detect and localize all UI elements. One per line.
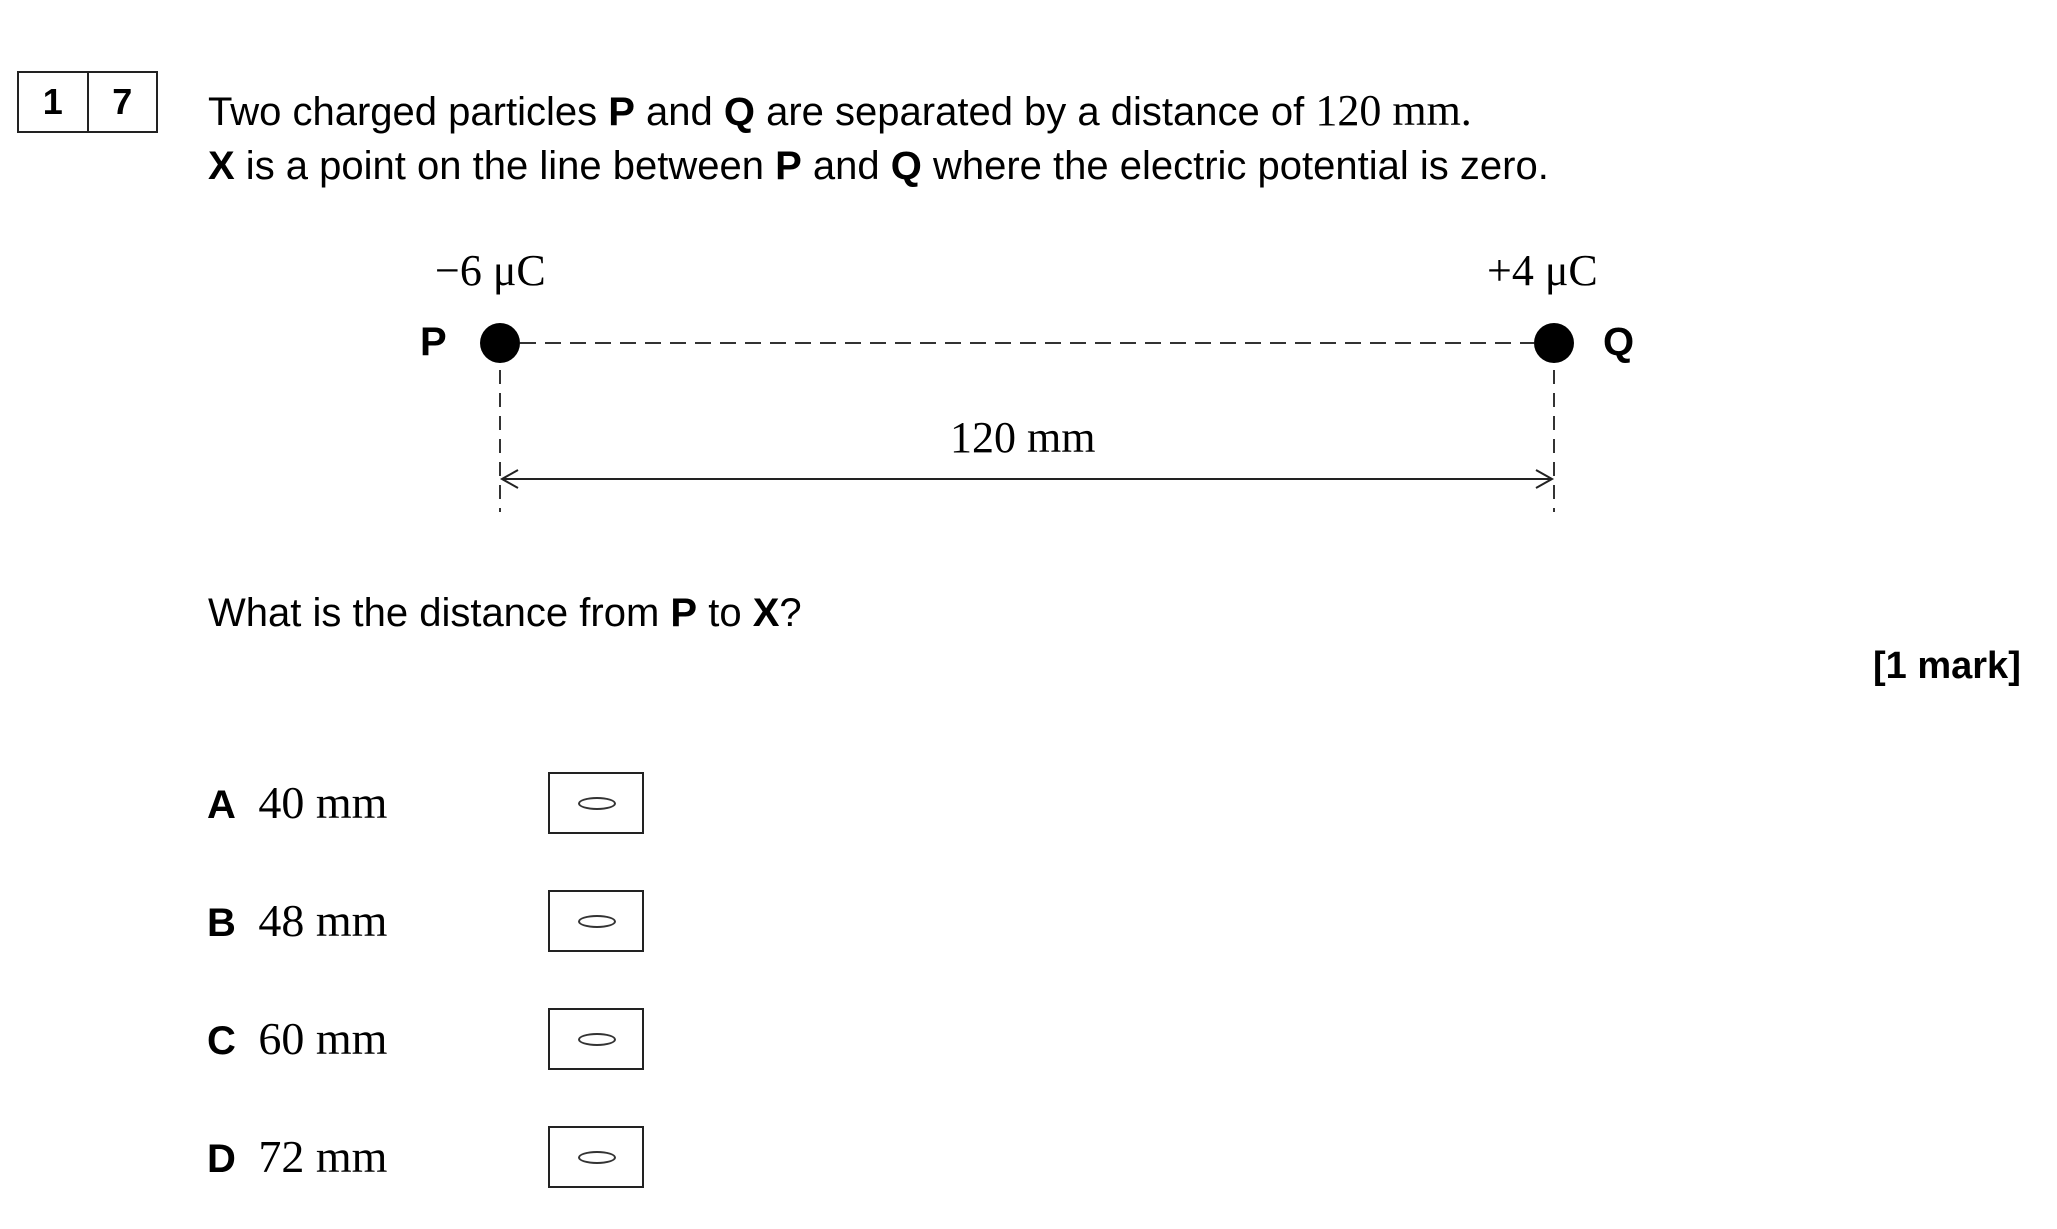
text: What is the distance from [208, 591, 671, 635]
text: is a point on the line between [234, 144, 776, 188]
option-c-bubble[interactable] [548, 1008, 644, 1070]
option-d: D 72 mm [207, 1130, 387, 1183]
answer-oval-icon [578, 1151, 616, 1164]
particle-p-ref: P [608, 90, 635, 134]
option-letter: A [207, 783, 236, 827]
option-a: A 40 mm [207, 776, 387, 829]
option-value: 72 mm [258, 1131, 388, 1182]
arrowhead-right-icon [1535, 469, 1555, 489]
particle-q-label: Q [1603, 320, 1635, 364]
option-value: 60 mm [258, 1013, 388, 1064]
answer-oval-icon [578, 915, 616, 928]
text: . [1460, 86, 1472, 135]
answer-oval-icon [578, 1033, 616, 1046]
particle-p-charge: −6 μC [435, 246, 546, 295]
answer-oval-icon [578, 797, 616, 810]
particle-q-ref: Q [890, 144, 922, 188]
text: ? [779, 591, 802, 635]
question-intro-line-1: Two charged particles P and Q are separa… [208, 87, 1472, 136]
particle-p-ref: P [670, 591, 698, 635]
text: Two charged particles [208, 90, 609, 134]
option-a-bubble[interactable] [548, 772, 644, 834]
particle-p-label: P [420, 320, 447, 364]
marks-label: [1 mark] [1873, 645, 2021, 687]
option-b-bubble[interactable] [548, 890, 644, 952]
question-number-box: 1 7 [17, 71, 158, 133]
point-x-ref: X [752, 591, 780, 635]
option-value: 40 mm [258, 777, 388, 828]
option-letter: B [207, 901, 236, 945]
particle-p-ref: P [775, 144, 802, 188]
text: where the electric potential is zero. [921, 144, 1549, 188]
particle-q-ref: Q [723, 90, 755, 134]
text: and [801, 144, 891, 188]
arrowhead-left-icon [499, 469, 519, 489]
particle-q-charge: +4 μC [1487, 246, 1598, 295]
option-d-bubble[interactable] [548, 1126, 644, 1188]
text: to [697, 591, 753, 635]
option-letter: D [207, 1137, 236, 1181]
text: are separated by a distance of [754, 90, 1316, 134]
question-intro-line-2: X is a point on the line between P and Q… [208, 142, 1549, 190]
option-value: 48 mm [258, 895, 388, 946]
option-c: C 60 mm [207, 1012, 387, 1065]
option-b: B 48 mm [207, 894, 387, 947]
option-letter: C [207, 1019, 236, 1063]
particle-q-dot [1534, 323, 1574, 363]
particle-p-dot [480, 323, 520, 363]
question-number-digit-1: 1 [42, 81, 63, 122]
point-x-ref: X [208, 144, 235, 188]
text: and [634, 90, 724, 134]
question-number-digit-2: 7 [86, 73, 157, 131]
question-prompt: What is the distance from P to X? [208, 589, 802, 637]
distance-value: 120 mm [1315, 86, 1461, 135]
separation-label: 120 mm [950, 413, 1096, 462]
